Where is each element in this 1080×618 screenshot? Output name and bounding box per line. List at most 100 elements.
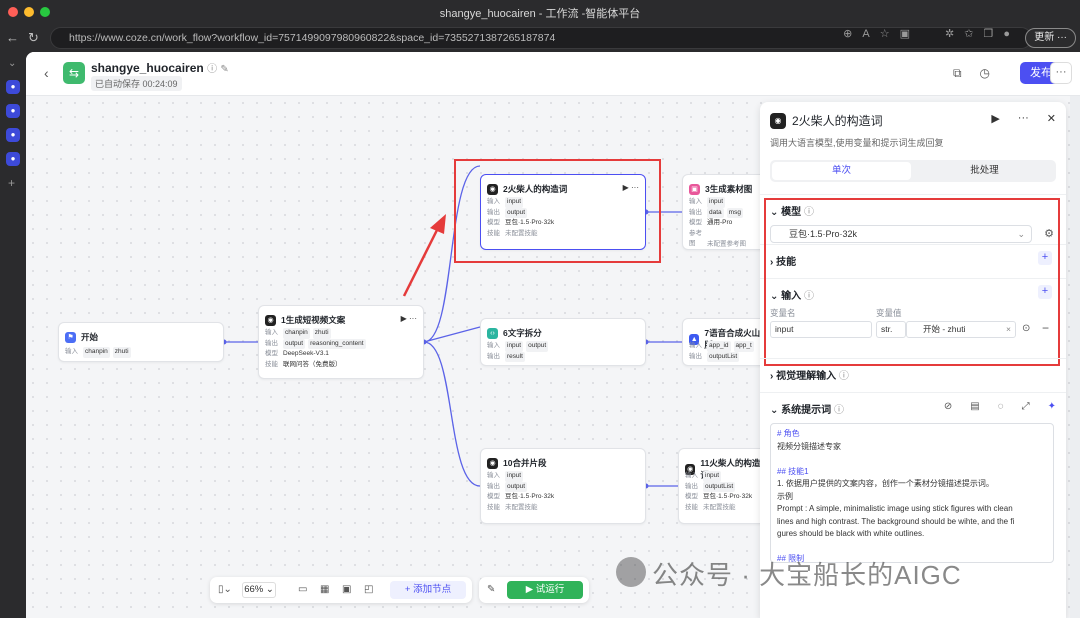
- prompt-line: [777, 541, 1047, 554]
- skills-section: › 技能 +: [760, 244, 1066, 278]
- var-value-ref[interactable]: 开始 - zhuti×: [906, 321, 1016, 338]
- address-bar[interactable]: https://www.coze.cn/work_flow?workflow_i…: [50, 27, 1032, 49]
- copy-icon[interactable]: ⧉: [952, 66, 962, 80]
- add-input-button[interactable]: +: [1038, 285, 1052, 299]
- extension-icon[interactable]: ▣: [899, 28, 910, 40]
- node-title: 开始: [81, 332, 99, 342]
- favorites-icon[interactable]: ✩: [964, 28, 974, 40]
- edit-icon[interactable]: ✎: [220, 64, 229, 75]
- chevron-right-icon[interactable]: ›: [770, 257, 774, 268]
- var-type-select[interactable]: str.: [876, 321, 906, 338]
- test-run-button[interactable]: ▶ 试运行: [507, 581, 583, 599]
- remove-input-button[interactable]: −: [1042, 321, 1050, 335]
- chevron-down-icon[interactable]: ⌄: [770, 207, 779, 218]
- node-title: 1生成短视频文案: [281, 315, 346, 325]
- variable-settings-icon[interactable]: ⊙: [1022, 323, 1031, 334]
- highlight-box-node: [454, 159, 661, 263]
- add-node-button[interactable]: + 添加节点: [390, 581, 466, 599]
- back-button[interactable]: ‹: [44, 65, 49, 81]
- sidebar-tab-icon[interactable]: ●: [6, 104, 20, 118]
- read-aloud-icon[interactable]: A: [862, 27, 870, 40]
- llm-node-icon: ◉: [487, 183, 498, 195]
- comment-icon[interactable]: ▭: [298, 584, 308, 595]
- collections-icon[interactable]: ❐: [983, 28, 994, 40]
- prompt-line: 1. 依据用户提供的文案内容，创作一个素材分镜描述提示词。: [777, 479, 994, 488]
- image-icon[interactable]: ▣: [342, 584, 352, 595]
- prompt-line: [777, 453, 1047, 466]
- sidebar-tab-icon[interactable]: ●: [6, 80, 20, 94]
- annotation-arrow: [402, 227, 440, 297]
- info-icon[interactable]: ⓘ: [838, 371, 849, 382]
- more-icon[interactable]: ···: [1017, 112, 1029, 124]
- connection-lines: [221, 165, 682, 489]
- ai-sparkle-icon[interactable]: ✦: [1047, 401, 1056, 412]
- expand-icon[interactable]: ⤢: [1021, 401, 1030, 412]
- minimize-window-button[interactable]: [24, 7, 34, 17]
- canvas-scrollbar[interactable]: [1070, 96, 1080, 618]
- var-value-label: 变量值: [876, 308, 902, 318]
- grid-icon[interactable]: ▦: [320, 584, 330, 595]
- run-toolbar: ✎ ▶ 试运行: [479, 577, 589, 603]
- zoom-select[interactable]: 66% ⌄: [242, 582, 276, 598]
- window-titlebar: shangye_huocairen - 工作流 -智能体平台: [0, 0, 1080, 24]
- var-name-input[interactable]: input: [770, 321, 872, 338]
- model-select[interactable]: 豆包·1.5·Pro·32k⌄: [770, 225, 1032, 243]
- mouse-mode-icon[interactable]: ▯⌄: [218, 584, 232, 595]
- add-tab-icon[interactable]: +: [8, 176, 16, 190]
- back-arrow-icon[interactable]: ←: [6, 30, 19, 45]
- chevron-down-icon[interactable]: ⌄: [8, 58, 17, 69]
- visual-input-section: › 视觉理解输入 ⓘ: [760, 358, 1066, 392]
- gear-icon[interactable]: ⚙: [1044, 228, 1054, 240]
- info-icon[interactable]: ⓘ: [207, 64, 218, 75]
- node-title: 10合并片段: [503, 458, 547, 468]
- panel-description: 调用大语言模型,使用变量和提示词生成回复: [770, 138, 944, 148]
- more-options-button[interactable]: ···: [1050, 62, 1072, 84]
- chevron-down-icon[interactable]: ⌄: [770, 405, 779, 416]
- panel-title: 2火柴人的构造词: [792, 114, 883, 128]
- tab-single[interactable]: 单次: [772, 162, 911, 180]
- project-name: shangye_huocairen ⓘ ✎: [91, 61, 229, 75]
- workflow-logo-icon: ⇆: [63, 62, 85, 84]
- info-icon[interactable]: ⓘ: [833, 405, 844, 416]
- minimap-icon[interactable]: ◰: [364, 584, 374, 595]
- bulb-icon[interactable]: ◌: [997, 401, 1004, 412]
- library-icon[interactable]: ▤: [970, 401, 980, 412]
- extensions-puzzle-icon[interactable]: ✲: [945, 28, 955, 40]
- prompt-line: lines and high contrast. The background …: [777, 516, 1015, 526]
- node-controls[interactable]: ▶ ···: [400, 314, 417, 323]
- profile-icon[interactable]: ●: [1003, 27, 1010, 40]
- play-icon[interactable]: ▶: [991, 113, 1000, 125]
- input-section: ⌄ 输入 ⓘ + 变量名 变量值 input str. 开始 - zhuti× …: [760, 278, 1066, 358]
- info-icon[interactable]: ⓘ: [803, 207, 814, 218]
- compass-icon[interactable]: ⊘: [943, 401, 953, 412]
- chevron-right-icon[interactable]: ›: [770, 371, 774, 382]
- history-icon[interactable]: ◷: [979, 66, 990, 80]
- node-title: 2火柴人的构造词: [503, 184, 568, 194]
- info-icon[interactable]: ⓘ: [803, 291, 814, 302]
- tab-batch[interactable]: 批处理: [970, 165, 999, 176]
- browser-update-button[interactable]: 更新 ···: [1025, 28, 1076, 48]
- edge-n1-n2: [423, 165, 481, 343]
- save-status: 已自动保存 00:24:09: [91, 76, 182, 91]
- close-icon[interactable]: ✕: [1046, 113, 1056, 125]
- reload-icon[interactable]: ↻: [28, 30, 39, 45]
- node-controls[interactable]: ▶ ···: [622, 183, 639, 192]
- maximize-window-button[interactable]: [40, 7, 50, 17]
- add-skill-button[interactable]: +: [1038, 251, 1052, 265]
- favorite-icon[interactable]: ☆: [879, 28, 890, 40]
- chevron-down-icon[interactable]: ⌄: [770, 291, 779, 302]
- sidebar-tab-icon[interactable]: ●: [6, 152, 20, 166]
- wrench-icon[interactable]: ✎: [487, 584, 496, 595]
- close-window-button[interactable]: [8, 7, 18, 17]
- zoom-icon[interactable]: ⊕: [843, 28, 853, 40]
- sidebar-tab-icon[interactable]: ●: [6, 128, 20, 142]
